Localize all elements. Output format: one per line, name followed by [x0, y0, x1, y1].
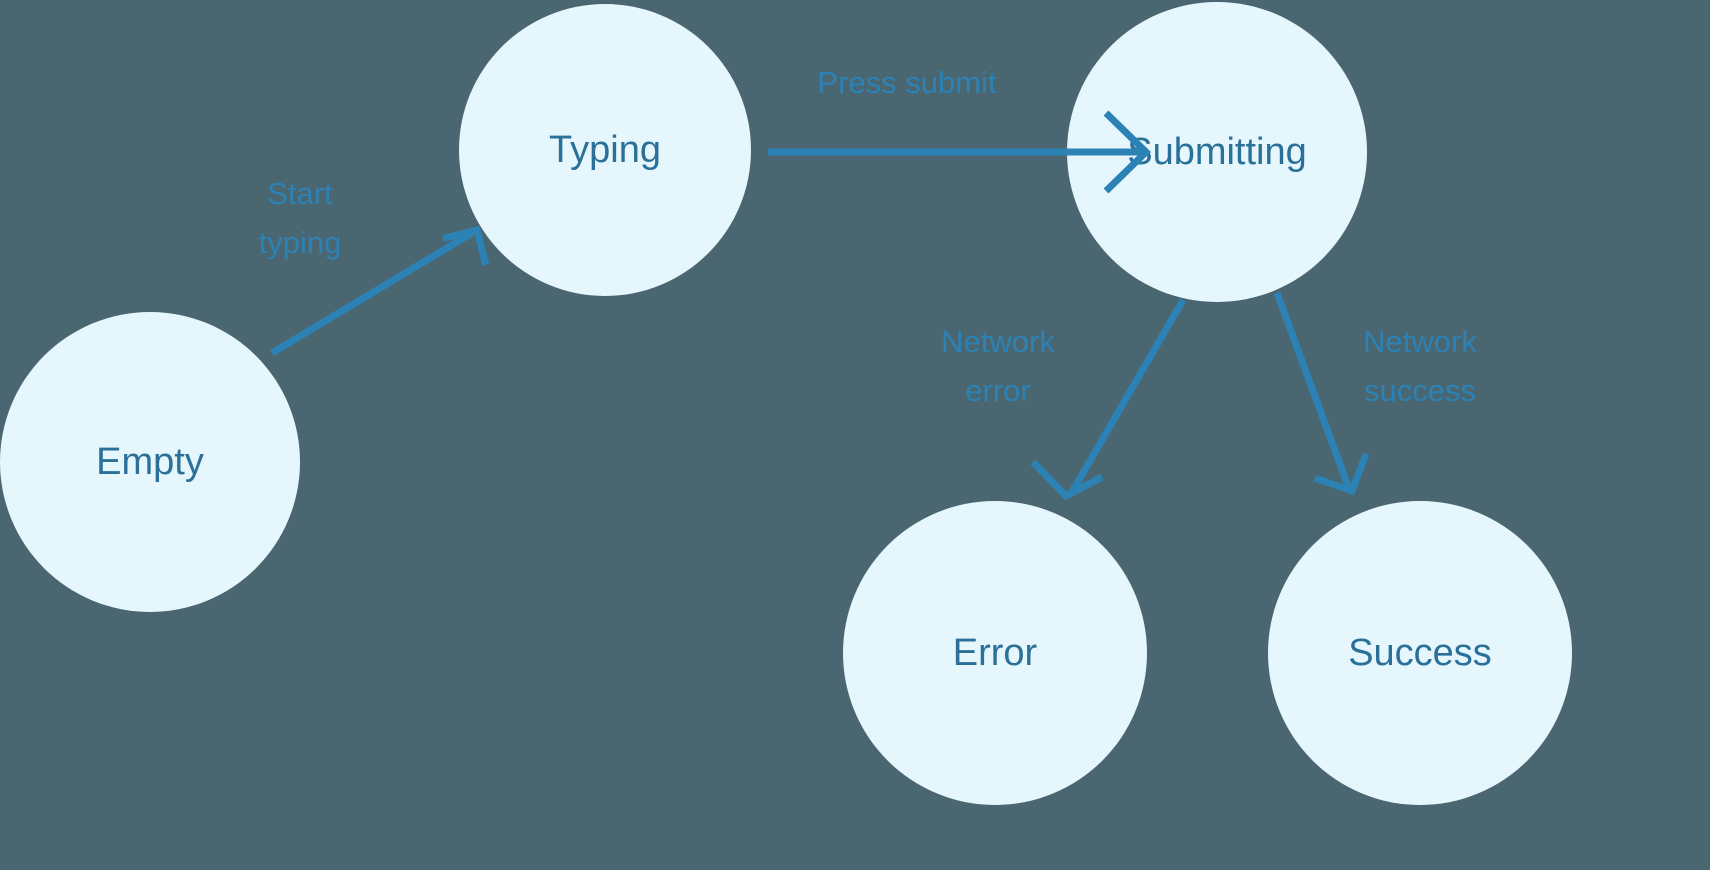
edge-submitting-to-error: [1030, 298, 1187, 501]
node-submitting[interactable]: Submitting: [1067, 2, 1367, 302]
node-empty[interactable]: Empty: [0, 312, 300, 612]
node-submitting-label: Submitting: [1127, 131, 1307, 173]
node-error-label: Error: [953, 632, 1038, 674]
edge-submitting-to-success-line: [1273, 291, 1352, 488]
edge-empty-to-typing-line: [270, 229, 474, 357]
edge-label-press-submit: Press submit: [817, 65, 997, 100]
node-success-circle[interactable]: [1268, 501, 1572, 805]
node-error-circle[interactable]: [843, 501, 1147, 805]
node-typing-label: Typing: [549, 129, 661, 171]
edge-label-network-success-line2: success: [1364, 373, 1476, 408]
edge-typing-to-submitting: [768, 110, 1152, 194]
node-success[interactable]: Success: [1268, 501, 1572, 805]
edge-typing-to-submitting-arrowhead: [1103, 110, 1152, 194]
edge-label-network-error-line1: Network: [941, 324, 1055, 359]
edge-label-start-typing-line2: typing: [259, 225, 342, 260]
node-empty-circle[interactable]: [0, 312, 300, 612]
edge-submitting-to-error-line: [1068, 298, 1187, 494]
edge-submitting-to-success-arrowhead: [1313, 452, 1370, 496]
node-success-label: Success: [1348, 632, 1492, 674]
edge-empty-to-typing-arrowhead: [442, 225, 490, 266]
node-typing[interactable]: Typing: [459, 4, 751, 296]
node-typing-circle[interactable]: [459, 4, 751, 296]
edge-label-network-error: Network error: [941, 324, 1055, 408]
edge-label-press-submit-line1: Press submit: [817, 65, 997, 100]
edge-label-network-error-line2: error: [965, 373, 1030, 408]
node-submitting-circle[interactable]: [1067, 2, 1367, 302]
edge-label-start-typing: Start typing: [259, 176, 342, 260]
edge-label-network-success-line1: Network: [1363, 324, 1477, 359]
edge-label-start-typing-line1: Start: [267, 176, 333, 211]
edge-empty-to-typing: [270, 225, 490, 357]
node-error[interactable]: Error: [843, 501, 1147, 805]
edge-submitting-to-error-arrowhead: [1030, 459, 1104, 501]
edge-label-network-success: Network success: [1363, 324, 1477, 408]
node-empty-label: Empty: [96, 441, 204, 483]
edge-submitting-to-success: [1273, 291, 1370, 496]
